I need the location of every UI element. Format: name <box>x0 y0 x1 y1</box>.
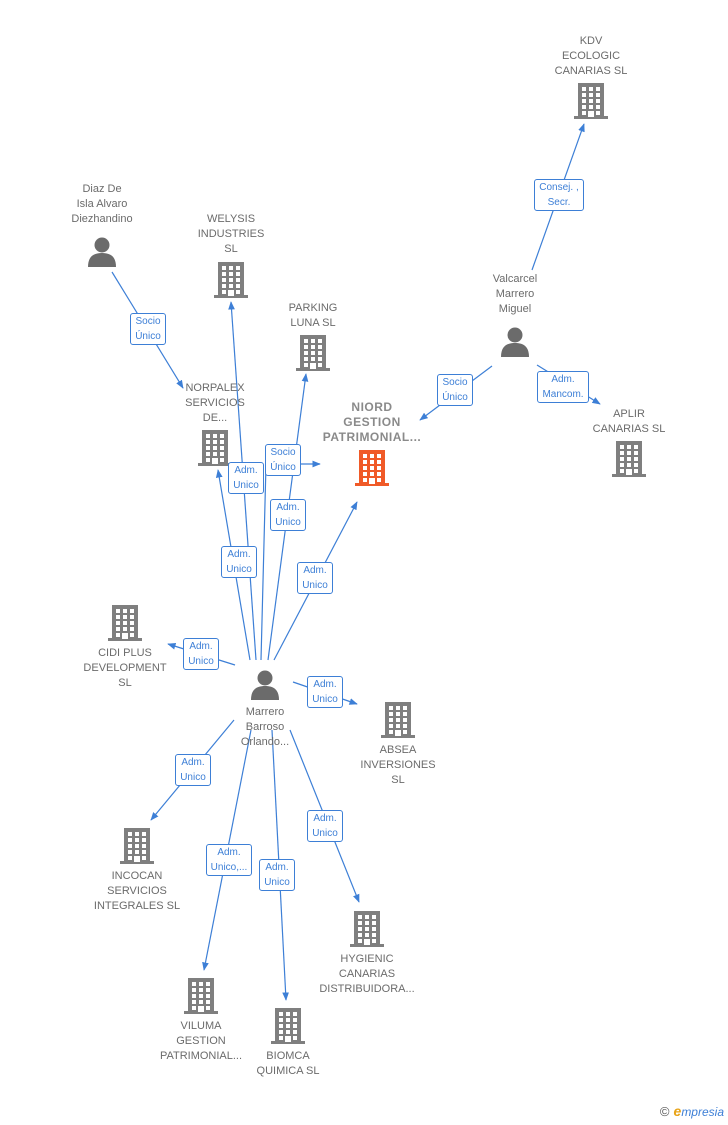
relation-label[interactable]: Adm. Unico <box>270 499 306 531</box>
relation-label[interactable]: Consej. , Secr. <box>534 179 584 211</box>
relation-label[interactable]: Adm. Unico <box>221 546 257 578</box>
building-icon[interactable] <box>271 1008 305 1049</box>
building-icon[interactable] <box>296 335 330 376</box>
building-icon[interactable] <box>108 605 142 646</box>
relation-label[interactable]: Adm. Unico <box>307 676 343 708</box>
person-label-marrero[interactable]: Marrero Barroso Orlando... <box>240 706 290 748</box>
relation-label[interactable]: Adm. Unico <box>297 562 333 594</box>
company-label-norpalex[interactable]: NORPALEX SERVICIOS DE... <box>185 382 245 424</box>
building-icon[interactable] <box>120 828 154 869</box>
company-label-viluma[interactable]: VILUMA GESTION PATRIMONIAL... <box>159 1020 243 1062</box>
company-label-aplir[interactable]: APLIR CANARIAS SL <box>592 408 666 435</box>
company-label-niord[interactable]: NIORD GESTION PATRIMONIAL... <box>322 400 422 444</box>
company-label-parking[interactable]: PARKING LUNA SL <box>288 302 338 329</box>
company-label-biomca[interactable]: BIOMCA QUIMICA SL <box>256 1050 320 1077</box>
person-icon[interactable] <box>500 327 530 362</box>
building-icon[interactable] <box>214 262 248 303</box>
company-label-absea[interactable]: ABSEA INVERSIONES SL <box>360 744 436 786</box>
footer-brand[interactable]: ©empresia <box>660 1103 724 1119</box>
building-icon[interactable] <box>184 978 218 1019</box>
building-icon[interactable] <box>350 911 384 952</box>
relation-label[interactable]: Adm. Unico <box>228 462 264 494</box>
brand-name: mpresia <box>681 1105 724 1119</box>
company-label-kdv[interactable]: KDV ECOLOGIC CANARIAS SL <box>554 35 628 77</box>
building-icon[interactable] <box>355 450 389 491</box>
company-label-cidi[interactable]: CIDI PLUS DEVELOPMENT SL <box>83 647 167 689</box>
person-label-valcarcel[interactable]: Valcarcel Marrero Miguel <box>492 273 538 315</box>
relation-label[interactable]: Socio Único <box>265 444 301 476</box>
person-label-diaz[interactable]: Diaz De Isla Alvaro Diezhandino <box>71 183 133 225</box>
relation-label[interactable]: Socio Único <box>130 313 166 345</box>
copyright-symbol: © <box>659 1104 670 1119</box>
relation-label[interactable]: Adm. Unico <box>259 859 295 891</box>
relation-label[interactable]: Socio Único <box>437 374 473 406</box>
person-icon[interactable] <box>250 670 280 705</box>
company-label-incocan[interactable]: INCOCAN SERVICIOS INTEGRALES SL <box>93 870 181 912</box>
building-icon[interactable] <box>381 702 415 743</box>
relation-label[interactable]: Adm. Unico <box>307 810 343 842</box>
relation-label[interactable]: Adm. Mancom. <box>537 371 589 403</box>
building-icon[interactable] <box>612 441 646 482</box>
person-icon[interactable] <box>87 237 117 272</box>
relation-label[interactable]: Adm. Unico <box>183 638 219 670</box>
brand-logo-letter: e <box>673 1103 682 1119</box>
company-label-welysis[interactable]: WELYSIS INDUSTRIES SL <box>197 213 265 255</box>
building-icon[interactable] <box>198 430 232 471</box>
relation-label[interactable]: Adm. Unico <box>175 754 211 786</box>
company-label-hygienic[interactable]: HYGIENIC CANARIAS DISTRIBUIDORA... <box>319 953 415 995</box>
building-icon[interactable] <box>574 83 608 124</box>
relation-label[interactable]: Adm. Unico,... <box>205 844 253 876</box>
